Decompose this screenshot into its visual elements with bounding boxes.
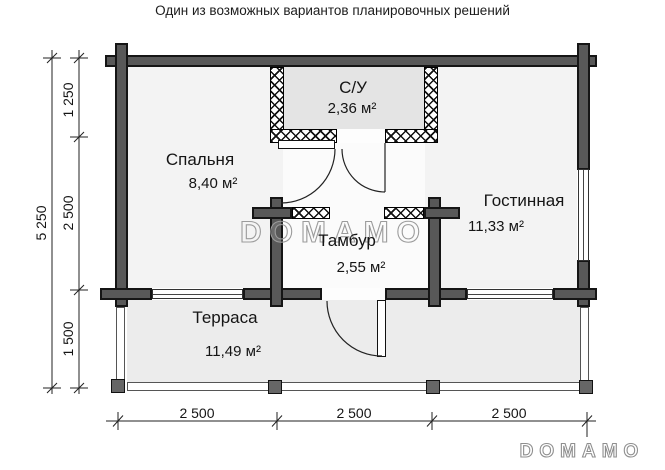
room-label-bathroom: С/У [339,78,367,97]
floor-su-doorway [337,129,385,143]
dim-bottom-1: 2 500 [179,405,215,421]
room-area-living: 11,33 м² [468,218,524,235]
terrace-door-arc [326,300,383,357]
floor-bathroom [284,67,424,129]
su-door-arc [341,148,386,193]
partition-arm-left [252,207,292,219]
room-area-bathroom: 2,36 м² [327,100,377,117]
room-area-terrace: 11,49 м² [205,343,261,360]
room-label-bedroom: Спальня [165,150,235,169]
window-living-terrace [467,289,553,299]
wall-tambour-right [428,197,441,307]
terrace-post-2 [268,380,282,394]
wall-middle-1 [100,288,152,300]
floor-tambour [283,219,428,288]
partition-arm-right [424,207,460,219]
door-leaf-bedroom [278,140,335,149]
dim-left-2: 2 500 [60,195,76,231]
dim-left-total: 5 250 [33,205,49,241]
dim-left-3: 1 500 [60,321,76,357]
hatch-wall-su-right [424,67,438,143]
wall-top [105,55,597,67]
window-living-right [578,169,589,261]
hatch-wall-su-bottom-left [270,129,337,143]
watermark-corner: DOMAMO [519,440,645,462]
room-area-bedroom: 8,40 м² [188,175,238,192]
window-bedroom-terrace [152,289,243,299]
wall-tambour-left [270,197,283,307]
dim-bottom-3: 2 500 [491,405,527,421]
dim-ticks-left-outer [43,52,61,394]
room-label-terrace: Терраса [192,308,258,327]
watermark-center: DOMAMO [239,215,428,249]
dim-bottom-2: 2 500 [336,405,372,421]
floor-hall [283,143,425,219]
room-label-tambour: Тамбур [318,231,376,250]
dim-ticks-bottom [112,412,593,437]
dim-ticks-left-inner [70,52,88,394]
floor-terrace-doorway [322,288,385,300]
hatch-wall-su-left [270,67,284,143]
terrace-post-3 [426,380,440,394]
wall-left [115,43,128,307]
hatch-partition-right [384,207,424,219]
room-label-living: Гостинная [483,191,565,210]
bedroom-door-arc [280,148,336,204]
wall-middle-3 [385,288,467,300]
hatch-wall-su-bottom-right [385,129,438,143]
wall-middle-4 [553,288,597,300]
hatch-partition-left [292,207,330,219]
page-title: Один из возможных вариантов планировочны… [155,3,510,18]
terrace-post-1 [111,379,125,393]
dim-left-1: 1 250 [60,82,76,118]
room-area-tambour: 2,55 м² [336,259,386,276]
terrace-post-4 [579,380,593,394]
floor-terrace [127,300,583,383]
